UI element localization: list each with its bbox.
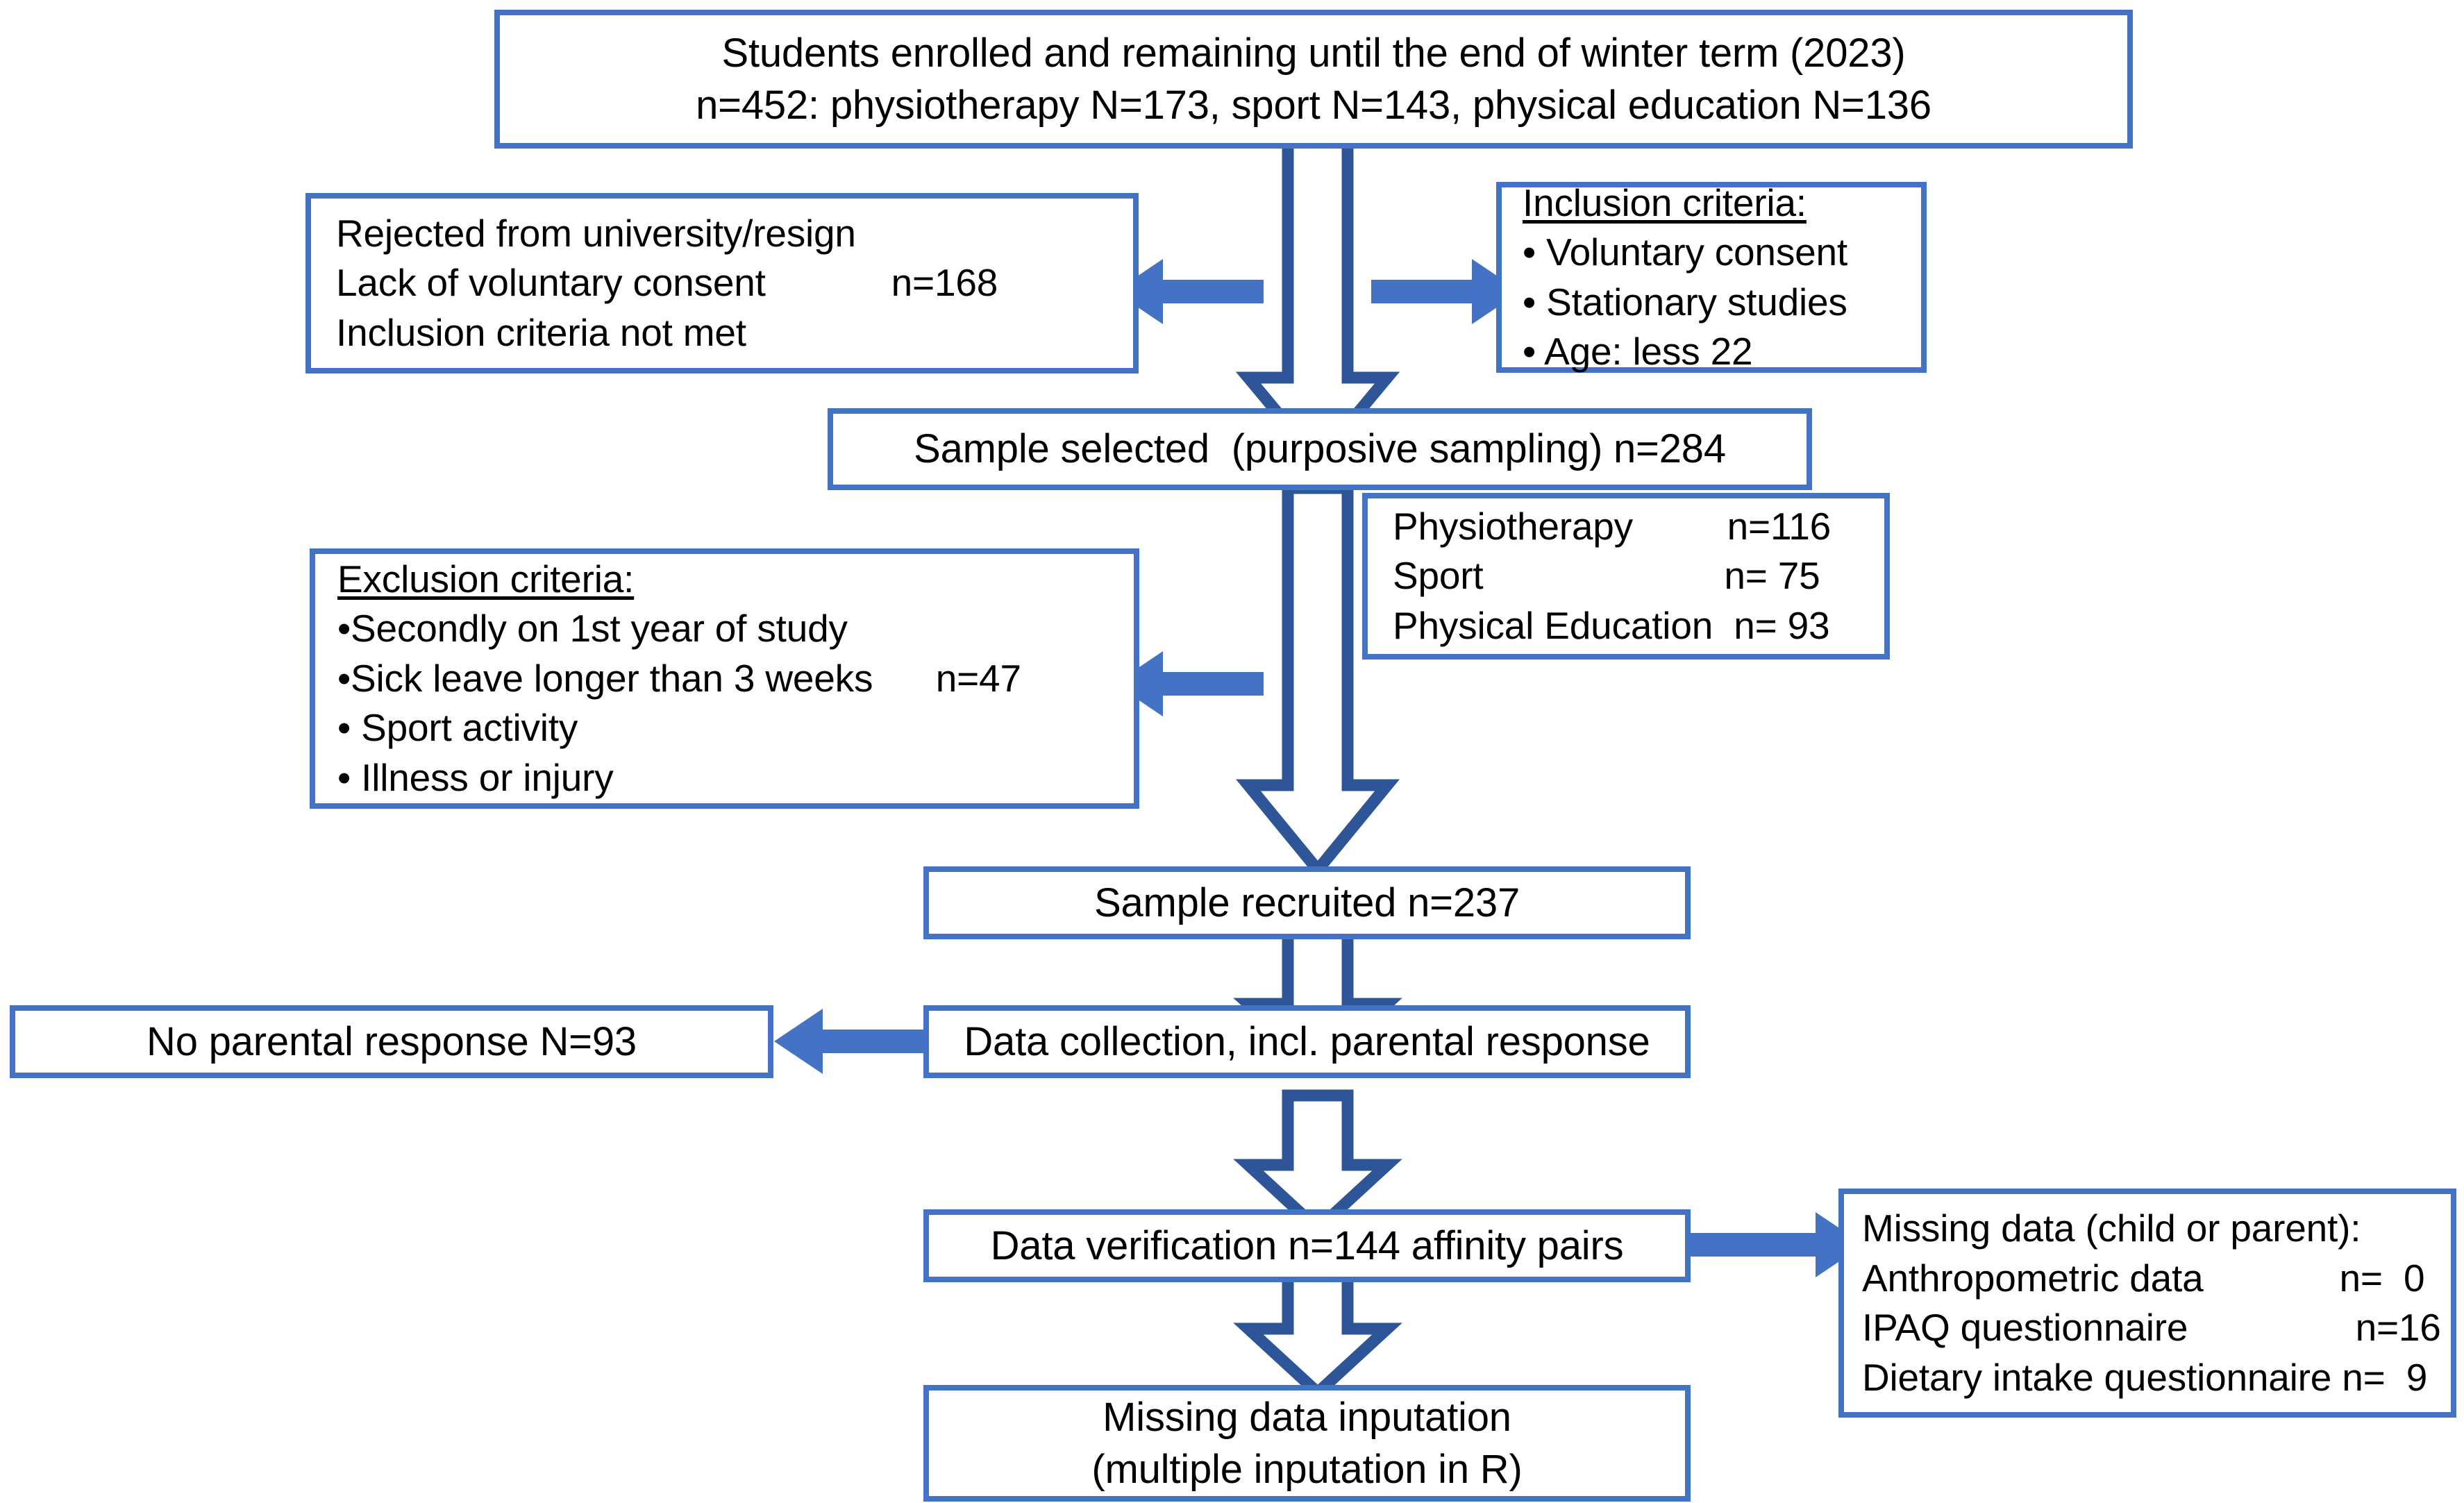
exclusion-criteria-item-3: • Sport activity — [337, 706, 578, 750]
node-inclusion-criteria[interactable]: Inclusion criteria: • Voluntary consent … — [1496, 181, 1927, 373]
inclusion-criteria-item-1: • Voluntary consent — [1523, 230, 1847, 274]
node-missing-data-imputation[interactable]: Missing data inputation (multiple inputa… — [923, 1385, 1691, 1502]
node-program-breakdown[interactable]: Physiotherapy n=116 Sport n= 75 Physical… — [1362, 493, 1890, 660]
rejected-line-1: Rejected from university/resign — [336, 211, 856, 255]
rejected-line-3: Inclusion criteria not met — [336, 310, 746, 354]
node-sample-selected[interactable]: Sample selected (purposive sampling) n=2… — [828, 408, 1812, 490]
inclusion-criteria-item-2: • Stationary studies — [1523, 280, 1847, 324]
node-students-enrolled[interactable]: Students enrolled and remaining until th… — [494, 10, 2133, 149]
missing-data-row-ipaq: IPAQ questionnaire n=16 — [1862, 1306, 2441, 1349]
exclusion-criteria-item-1: •Secondly on 1st year of study — [337, 607, 848, 650]
sample-recruited-label: Sample recruited n=237 — [1093, 880, 1520, 925]
inclusion-criteria-item-3: • Age: less 22 — [1523, 330, 1753, 373]
imputation-line-1: Missing data inputation — [1103, 1394, 1511, 1440]
missing-data-row-dietary: Dietary intake questionnaire n= 9 — [1862, 1355, 2428, 1399]
node-sample-recruited[interactable]: Sample recruited n=237 — [923, 866, 1691, 939]
sample-selected-label: Sample selected (purposive sampling) n=2… — [914, 426, 1726, 472]
program-row-physiotherapy: Physiotherapy n=116 — [1393, 504, 1832, 548]
node-rejected[interactable]: Rejected from university/resign Lack of … — [305, 193, 1139, 373]
missing-data-heading: Missing data (child or parent): — [1862, 1207, 2361, 1250]
arrow-to-rejected-box — [1114, 259, 1264, 324]
missing-data-row-anthropometric: Anthropometric data n= 0 — [1862, 1256, 2425, 1300]
arrow-to-exclusion-box — [1114, 651, 1264, 716]
students-enrolled-line-1: Students enrolled and remaining until th… — [721, 30, 1906, 76]
node-no-parental-response[interactable]: No parental response N=93 — [10, 1005, 773, 1078]
exclusion-criteria-item-4: • Illness or injury — [337, 755, 614, 799]
arrow-to-inclusion-box — [1371, 259, 1520, 324]
rejected-line-2: Lack of voluntary consent n=168 — [336, 261, 998, 305]
node-exclusion-criteria[interactable]: Exclusion criteria: •Secondly on 1st yea… — [310, 548, 1139, 809]
arrow-to-missing-data-box — [1666, 1212, 1864, 1277]
data-collection-label: Data collection, incl. parental response — [964, 1018, 1650, 1064]
inclusion-criteria-heading: Inclusion criteria: — [1523, 180, 1807, 224]
block-arrow-sample-to-recruited — [1236, 482, 1400, 880]
program-row-physical-education: Physical Education n= 93 — [1393, 603, 1830, 647]
data-verification-label: Data verification n=144 affinity pairs — [990, 1223, 1624, 1268]
exclusion-criteria-item-2: •Sick leave longer than 3 weeks n=47 — [337, 656, 1021, 700]
exclusion-criteria-heading: Exclusion criteria: — [337, 557, 635, 601]
program-row-sport: Sport n= 75 — [1393, 554, 1820, 598]
block-arrow-verification-to-imputation — [1233, 1256, 1402, 1401]
node-data-verification[interactable]: Data verification n=144 affinity pairs — [923, 1209, 1691, 1282]
no-parental-response-label: No parental response N=93 — [146, 1018, 637, 1064]
block-arrow-collection-to-verification — [1233, 1089, 1402, 1237]
students-enrolled-line-2: n=452: physiotherapy N=173, sport N=143,… — [696, 83, 1931, 128]
node-data-collection[interactable]: Data collection, incl. parental response — [923, 1005, 1691, 1078]
node-missing-data[interactable]: Missing data (child or parent): Anthropo… — [1838, 1189, 2456, 1418]
arrow-to-no-parental-response — [774, 1009, 979, 1074]
imputation-line-2: (multiple inputation in R) — [1091, 1447, 1523, 1492]
